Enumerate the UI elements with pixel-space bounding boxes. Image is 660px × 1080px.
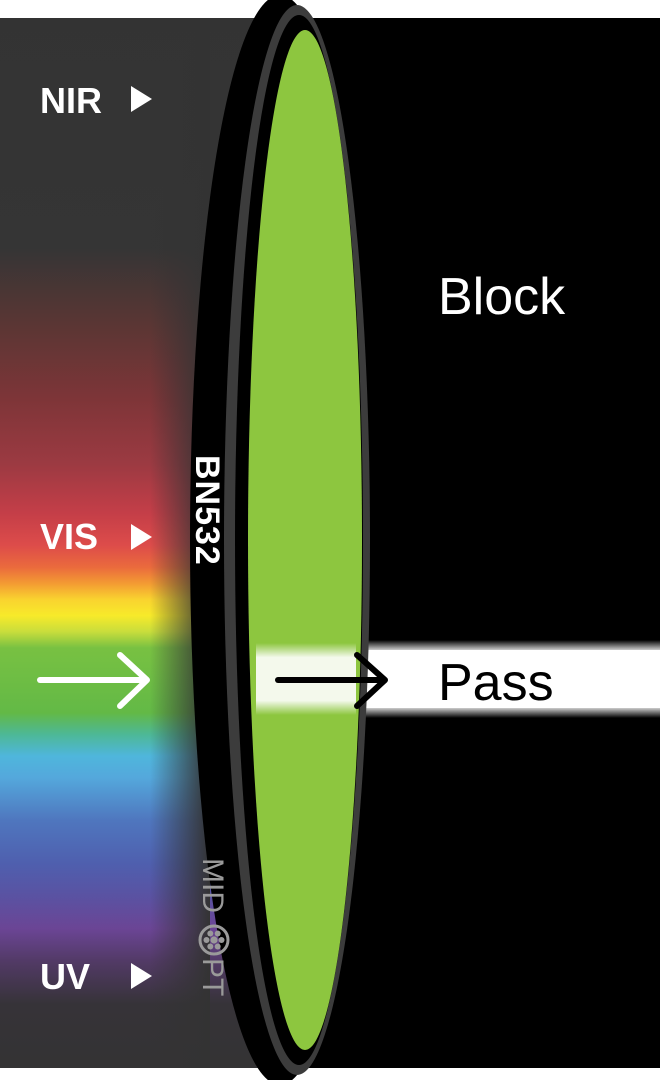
- block-label: Block: [438, 268, 566, 326]
- pass-label: Pass: [438, 654, 554, 712]
- vis-pointer-icon: [131, 524, 152, 550]
- logo-aperture-icon: [198, 924, 230, 956]
- midopt-logo: MID PT: [196, 858, 230, 996]
- vis-label: VIS: [40, 516, 98, 557]
- nir-label: NIR: [40, 80, 102, 121]
- logo-suffix: PT: [196, 958, 229, 996]
- pass-arrow-icon: [275, 652, 388, 709]
- filter-glass: [248, 30, 362, 1050]
- nir-pointer-icon: [131, 86, 152, 112]
- logo-prefix: MID: [196, 858, 229, 913]
- incoming-arrow-icon: [37, 652, 150, 709]
- uv-pointer-icon: [131, 963, 152, 989]
- filter-part-number: BN532: [188, 455, 226, 566]
- uv-label: UV: [40, 956, 90, 997]
